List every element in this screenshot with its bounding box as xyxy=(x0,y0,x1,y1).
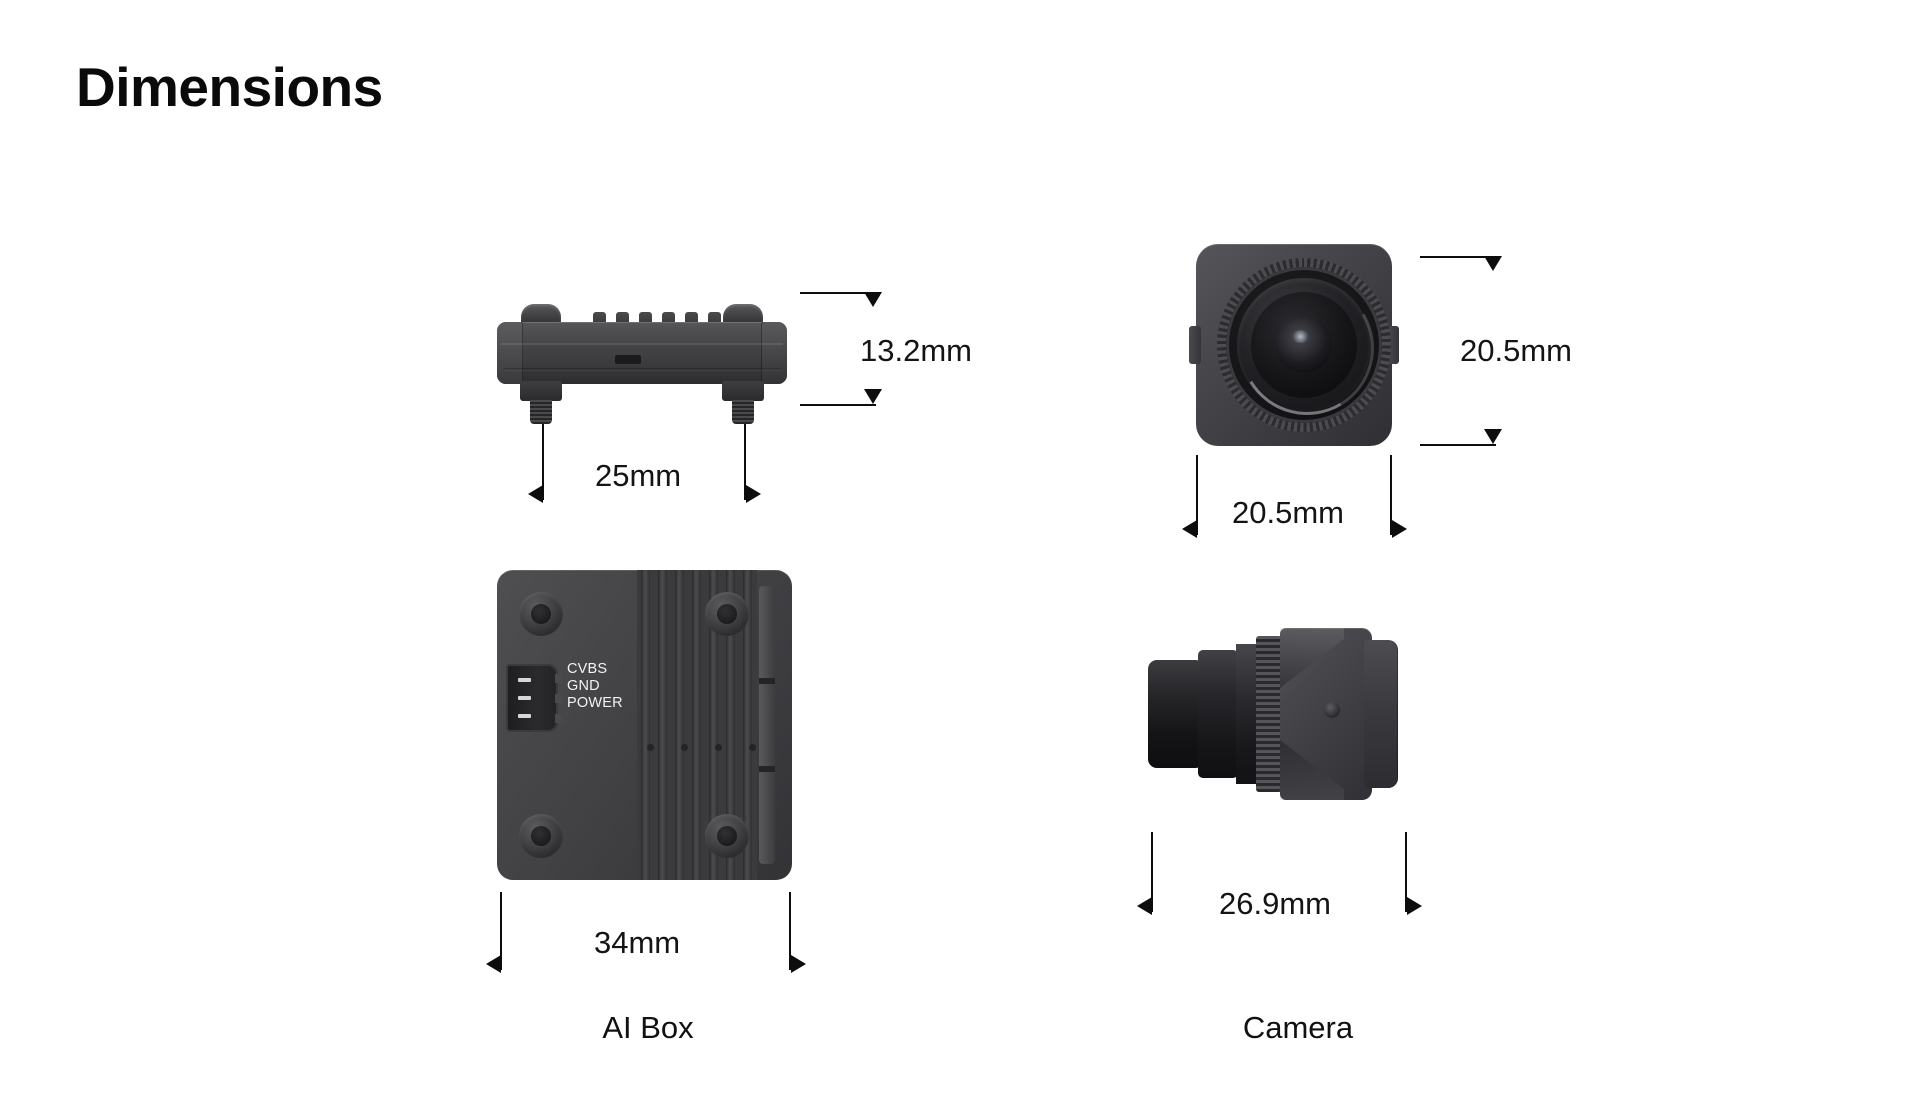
arrowhead-left xyxy=(528,485,543,503)
port-slot xyxy=(615,355,641,364)
extension-line-right xyxy=(744,424,746,500)
connector-label-gnd: GND xyxy=(567,678,600,694)
connector-block xyxy=(506,664,562,732)
extension-line-left xyxy=(1151,832,1153,912)
connector-label-power: POWER xyxy=(567,695,623,711)
arrowhead-down xyxy=(1484,256,1502,271)
housing-seam xyxy=(501,343,783,345)
lens-specular-highlight xyxy=(1292,330,1309,343)
arrowhead-right xyxy=(1392,520,1407,538)
camera-side-tab-left xyxy=(1189,326,1201,364)
caption-camera: Camera xyxy=(1242,1010,1354,1045)
extension-line-left xyxy=(1196,455,1198,535)
housing-lower-seam xyxy=(503,368,781,371)
body-screw-dimple xyxy=(1324,702,1340,718)
arrowhead-left xyxy=(1182,520,1197,538)
side-rail xyxy=(759,586,775,864)
arrowhead-right xyxy=(1407,897,1422,915)
screw-hole-top-right xyxy=(705,592,749,636)
extension-line-right xyxy=(1405,832,1407,912)
ai-box-side-view xyxy=(497,282,787,424)
focus-collar xyxy=(1256,636,1282,792)
extension-line-bottom xyxy=(800,404,876,406)
arrowhead-down xyxy=(864,292,882,307)
extension-line-right xyxy=(1390,455,1392,535)
housing-end-cap-left xyxy=(497,322,523,384)
screw-hole-bottom-left xyxy=(519,814,563,858)
extension-line-right xyxy=(789,892,791,970)
arrowhead-down-2 xyxy=(1484,429,1502,444)
arrowhead-down-2 xyxy=(864,389,882,404)
dimension-label-26-9mm: 26.9mm xyxy=(1219,886,1331,921)
screw-hole-top-left xyxy=(519,592,563,636)
extension-line-top xyxy=(1420,256,1496,258)
connector-pin-labels: CVBS GND POWER xyxy=(567,662,623,713)
arrowhead-left xyxy=(1137,897,1152,915)
lens-aperture xyxy=(1276,317,1332,373)
camera-front-view xyxy=(1189,244,1399,446)
rail-notch-top xyxy=(759,678,775,684)
mount-post-base-right xyxy=(722,381,764,401)
dimension-label-camera-width: 20.5mm xyxy=(1232,495,1344,530)
extension-line-bottom xyxy=(1420,444,1496,446)
lens-barrel-rear xyxy=(1236,644,1258,784)
extension-line-top xyxy=(800,292,876,294)
ai-box-top-view: CVBS GND POWER xyxy=(497,570,792,880)
threaded-post-right xyxy=(732,400,754,424)
page-title: Dimensions xyxy=(76,56,383,118)
housing-end-cap-right xyxy=(761,322,787,384)
lens-barrel-mid xyxy=(1198,650,1238,778)
arrowhead-left xyxy=(486,955,501,973)
ai-box-housing xyxy=(497,322,787,384)
arrowhead-right xyxy=(746,485,761,503)
dimension-label-camera-height: 20.5mm xyxy=(1460,333,1572,368)
screw-hole-bottom-right xyxy=(705,814,749,858)
lens-barrel-front xyxy=(1148,660,1200,768)
threaded-post-left xyxy=(530,400,552,424)
camera-side-view xyxy=(1148,622,1418,806)
dimension-label-34mm: 34mm xyxy=(594,925,681,960)
caption-ai-box: AI Box xyxy=(602,1010,694,1045)
dimension-label-13-2mm: 13.2mm xyxy=(860,333,972,368)
connector-label-cvbs: CVBS xyxy=(567,661,608,677)
camera-rear-cap xyxy=(1364,640,1398,788)
mount-post-base-left xyxy=(520,381,562,401)
arrowhead-right xyxy=(791,955,806,973)
extension-line-left xyxy=(500,892,502,970)
dimension-label-25mm: 25mm xyxy=(595,458,682,493)
rail-notch-bottom xyxy=(759,766,775,772)
extension-line-left xyxy=(542,424,544,500)
